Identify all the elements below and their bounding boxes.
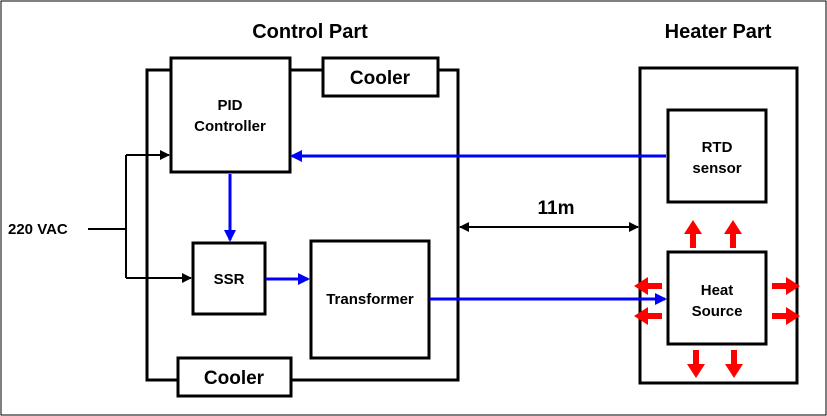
ssr-label: SSR [214, 271, 245, 288]
heater-part-title: Heater Part [665, 21, 772, 43]
pid-label-line1: PID [217, 97, 242, 114]
power-input-wiring [88, 150, 192, 283]
heater-part-box [638, 66, 799, 385]
heat-arrow-right-1 [772, 277, 800, 295]
heat-arrow-left-2 [634, 307, 662, 325]
heat-label-line2: Source [692, 303, 743, 320]
rtd-label-line2: sensor [692, 160, 741, 177]
transformer-block [309, 239, 431, 360]
heat-arrow-left-1 [634, 277, 662, 295]
heat-arrow-down-2 [725, 350, 743, 378]
pid-controller-block [169, 56, 292, 174]
heat-source-block [666, 250, 768, 346]
ssr-block [191, 241, 267, 316]
distance-label: 11m [538, 198, 575, 219]
cooler-top-label: Cooler [350, 68, 411, 89]
rtd-sensor-block [666, 108, 768, 204]
rtd-label-line1: RTD [702, 139, 733, 156]
heat-arrow-down-1 [687, 350, 705, 378]
pid-label-line2: Controller [194, 118, 266, 135]
heat-arrow-up-1 [684, 220, 702, 248]
transformer-label: Transformer [326, 291, 414, 308]
control-part-title: Control Part [252, 21, 368, 43]
cooler-bottom-label: Cooler [204, 368, 265, 389]
cooler-top-block [321, 56, 440, 98]
heat-label-line1: Heat [701, 282, 734, 299]
input-voltage-label: 220 VAC [8, 221, 68, 238]
heat-radiation-arrows [634, 220, 800, 378]
heat-arrow-right-2 [772, 307, 800, 325]
signal-wiring [224, 150, 667, 305]
heat-arrow-up-2 [724, 220, 742, 248]
cooler-bottom-block [176, 356, 293, 398]
control-part-box [145, 68, 460, 382]
